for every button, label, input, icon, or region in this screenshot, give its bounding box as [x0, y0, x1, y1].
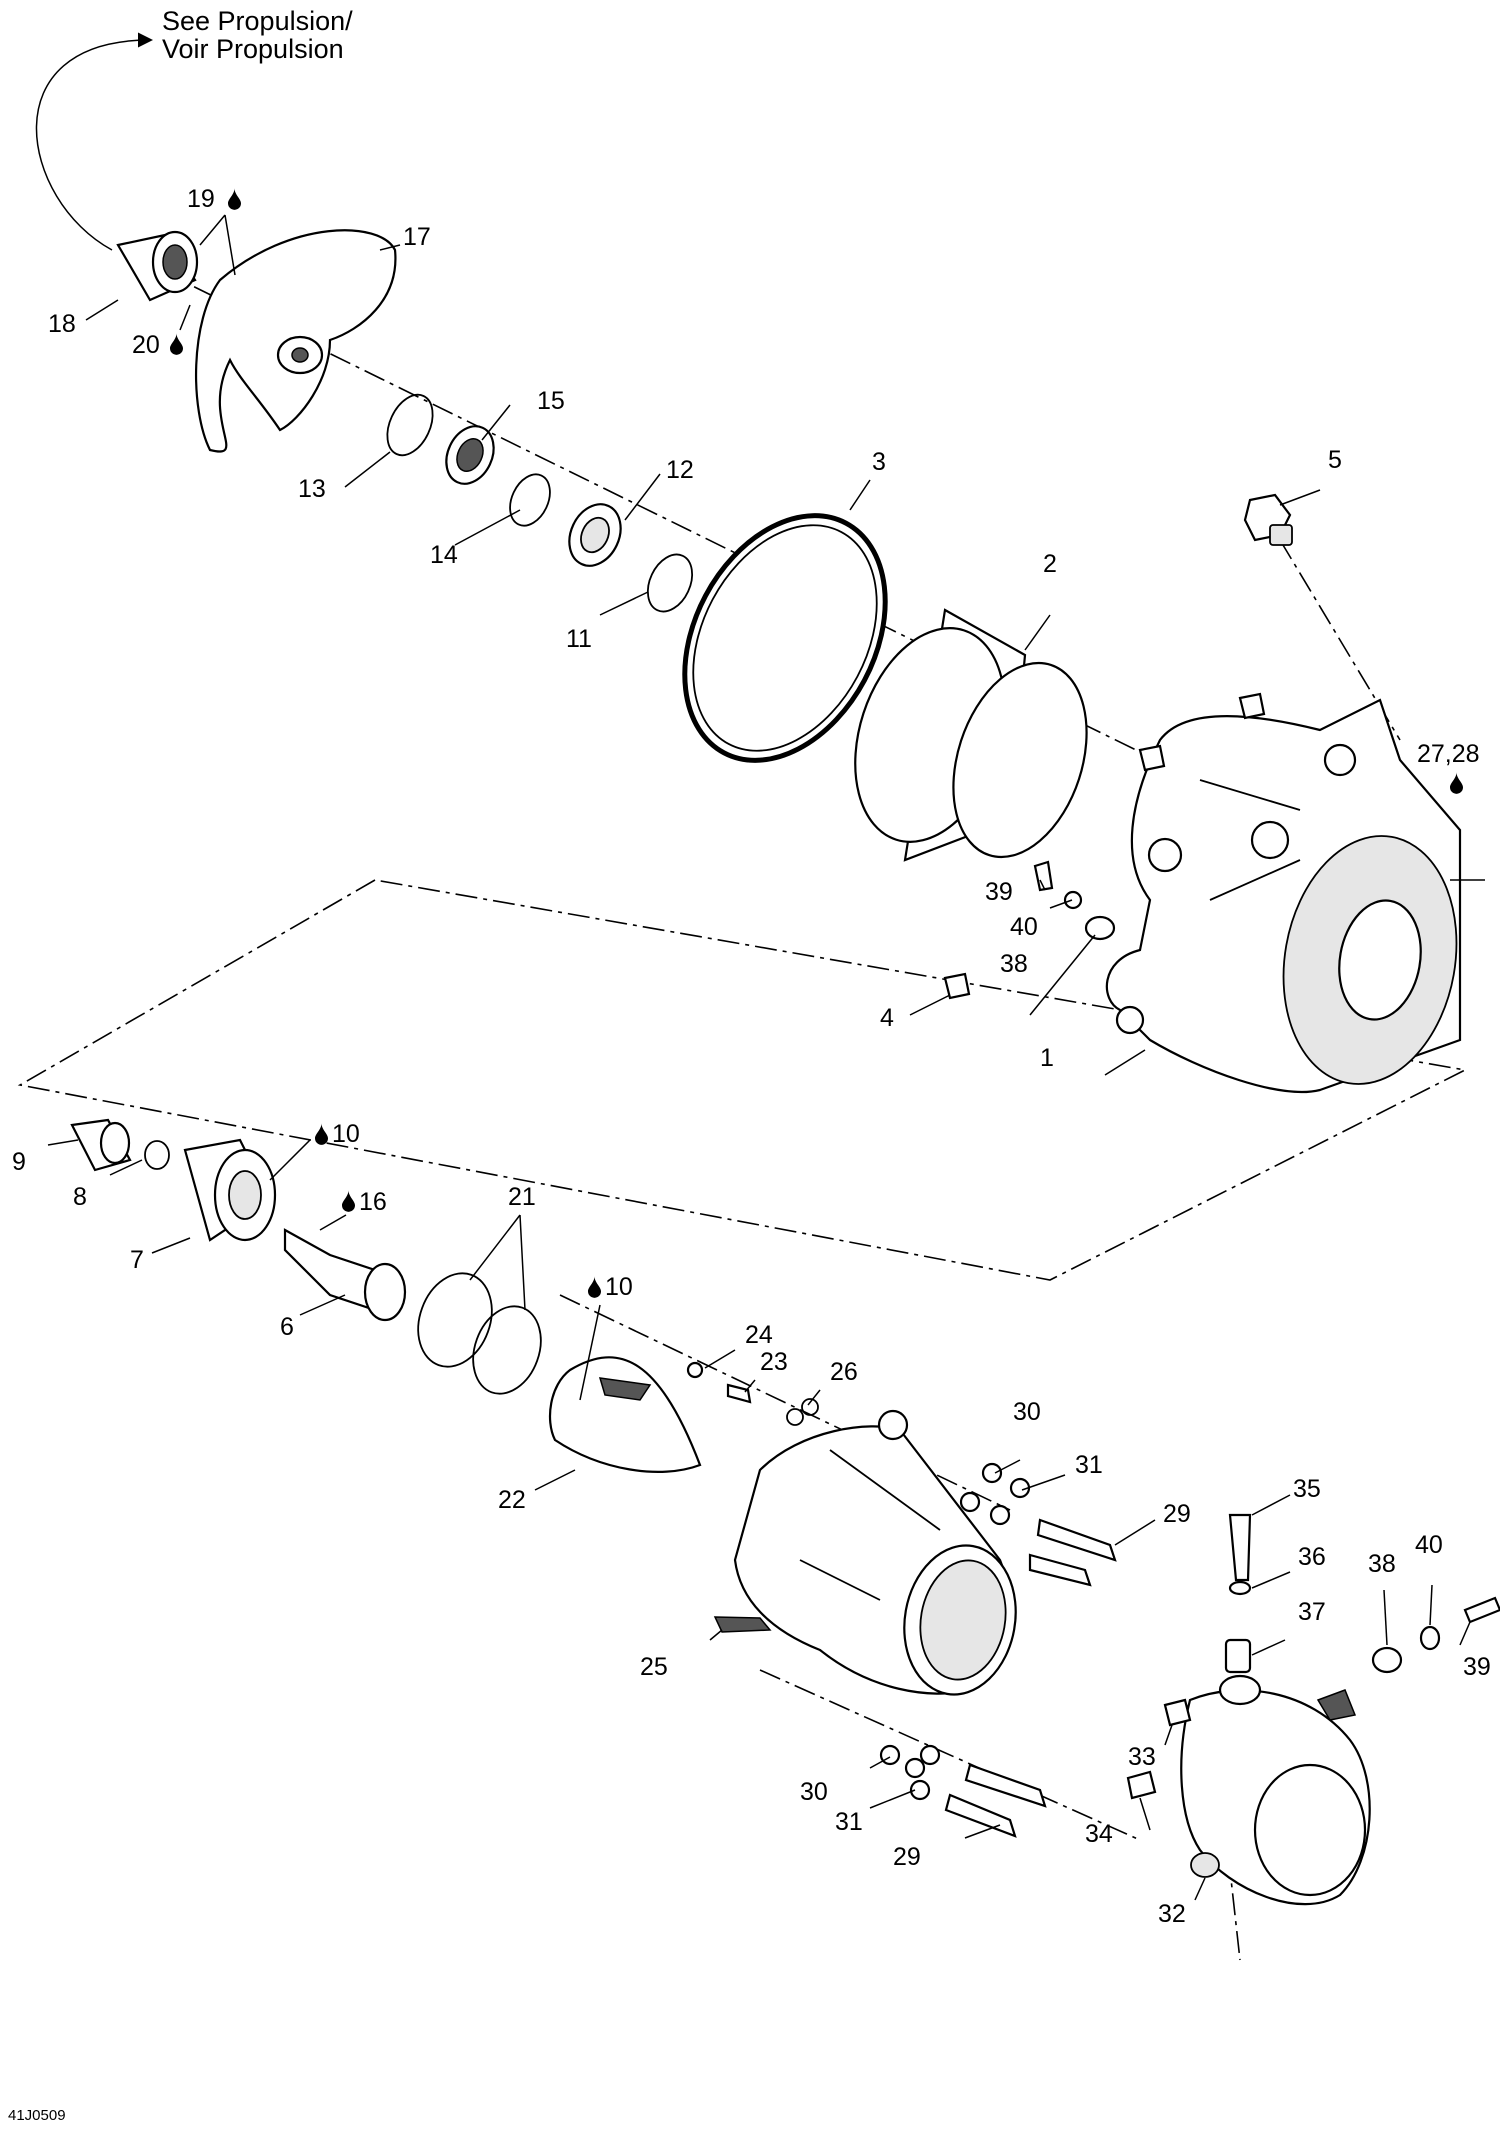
bushing-top-right: [1238, 692, 1266, 720]
parts-38-40-39-lower: [1371, 1596, 1500, 1674]
part-6-shaft: [283, 1228, 407, 1322]
part-15-seal: [445, 425, 495, 485]
part-39-40-38-upper: [1033, 860, 1116, 941]
label-5: 5: [1328, 446, 1342, 474]
label-38-lower: 38: [1368, 1550, 1396, 1578]
part-11-o-ring: [646, 553, 694, 613]
label-40-lower: 40: [1415, 1531, 1443, 1559]
part-21-o-ring-a: [417, 1272, 493, 1368]
label-35: 35: [1293, 1475, 1321, 1503]
label-22: 22: [498, 1486, 526, 1514]
label-15: 15: [537, 387, 565, 415]
label-19: 19: [187, 185, 215, 213]
part-3-ring: [682, 513, 888, 763]
part-5-plug: [1243, 493, 1293, 546]
part-4-bushing: [943, 972, 971, 1000]
label-39-lower: 39: [1463, 1653, 1491, 1681]
label-11: 11: [566, 625, 592, 653]
label-17: 17: [403, 223, 431, 251]
label-12: 12: [666, 456, 694, 484]
oil-drop-icon: [342, 1190, 355, 1212]
label-6: 6: [280, 1313, 294, 1341]
part-24-23-26: [686, 1361, 819, 1426]
label-25: 25: [640, 1653, 668, 1681]
label-40-upper: 40: [1010, 913, 1038, 941]
label-29-lower: 29: [893, 1843, 921, 1871]
oil-drop-icon: [315, 1123, 328, 1145]
oil-drop-icon: [588, 1276, 601, 1298]
label-3: 3: [872, 448, 886, 476]
bolts-29-upper: [959, 1462, 1117, 1587]
part-22-cone: [548, 1356, 702, 1473]
part-12-bearing: [568, 503, 622, 567]
part-18-cap: [116, 230, 199, 302]
leader-lines: [47, 214, 1485, 1901]
part-25-venturi: [713, 1409, 1017, 1696]
parts-35-37: [1224, 1513, 1252, 1674]
label-1: 1: [1040, 1044, 1054, 1072]
label-32: 32: [1158, 1900, 1186, 1928]
reference-arrow: [35, 32, 153, 251]
oil-drop-icon: [228, 188, 241, 210]
label-16: 16: [359, 1188, 387, 1216]
part-9-bushing: [70, 1118, 132, 1172]
label-31-upper: 31: [1075, 1451, 1103, 1479]
label-33: 33: [1128, 1743, 1156, 1771]
parts-33-34: [1126, 1698, 1192, 1800]
label-36: 36: [1298, 1543, 1326, 1571]
part-8-o-ring: [144, 1140, 170, 1170]
label-26: 26: [830, 1358, 858, 1386]
label-7: 7: [130, 1246, 144, 1274]
oil-drop-icon: [1450, 772, 1463, 794]
label-9: 9: [12, 1148, 26, 1176]
part-1-pump-housing: [1105, 698, 1462, 1094]
label-10-upper: 10: [332, 1120, 360, 1148]
label-37: 37: [1298, 1598, 1326, 1626]
part-2-wear-ring: [854, 608, 1088, 862]
label-29-upper: 29: [1163, 1500, 1191, 1528]
part-32-nozzle: [1180, 1674, 1371, 1906]
label-10-lower: 10: [605, 1273, 633, 1301]
oil-drop-icon: [170, 333, 183, 355]
label-23: 23: [760, 1348, 788, 1376]
label-4: 4: [880, 1004, 894, 1032]
label-2: 2: [1043, 550, 1057, 578]
label-20: 20: [132, 331, 160, 359]
label-39-upper: 39: [985, 878, 1013, 906]
diagram-code: 41J0509: [8, 2107, 66, 2124]
label-14: 14: [430, 541, 458, 569]
part-14-ring: [509, 473, 551, 527]
part-21-o-ring-b: [472, 1305, 542, 1395]
bolts-29-lower: [879, 1744, 1047, 1838]
label-34: 34: [1085, 1820, 1113, 1848]
callout-labels: 5 27,28 1 4 38 40 39 2 3 12 11 15 14 13 …: [12, 185, 1491, 1928]
label-21: 21: [508, 1183, 536, 1211]
part-7-bearing: [183, 1138, 277, 1242]
label-31-lower: 31: [835, 1808, 863, 1836]
label-13: 13: [298, 475, 326, 503]
bushing-top-left: [1138, 744, 1166, 772]
part-17-impeller: [194, 229, 397, 453]
label-24: 24: [745, 1321, 773, 1349]
part-13-circlip: [386, 393, 434, 457]
note-line-1: See Propulsion/: [162, 6, 353, 36]
see-propulsion-note: See Propulsion/ Voir Propulsion: [35, 6, 353, 251]
label-8: 8: [73, 1183, 87, 1211]
label-27-28: 27,28: [1417, 740, 1480, 768]
label-30-upper: 30: [1013, 1398, 1041, 1426]
label-38-upper: 38: [1000, 950, 1028, 978]
note-line-2: Voir Propulsion: [162, 34, 344, 64]
label-18: 18: [48, 310, 76, 338]
label-30-lower: 30: [800, 1778, 828, 1806]
